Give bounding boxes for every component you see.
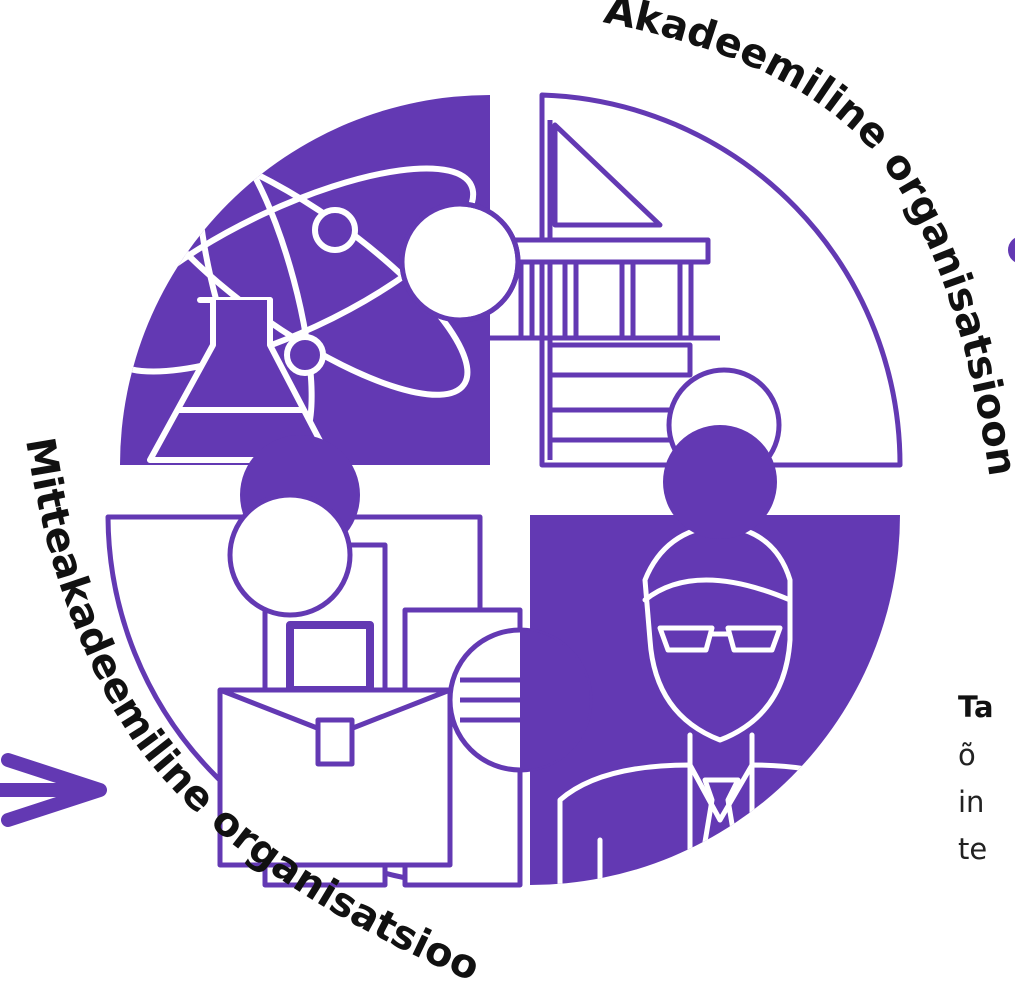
side-line-3: te: [958, 832, 988, 866]
side-line-1: õ: [958, 738, 976, 772]
person-quadrant: [530, 515, 900, 885]
science-quadrant: [120, 95, 490, 465]
side-heading: Ta: [958, 690, 994, 724]
accent-dot: [1008, 237, 1015, 263]
briefcase-icon: [217, 621, 453, 868]
connector-circles: [227, 201, 782, 773]
flask-icon: [147, 297, 333, 463]
side-line-2: in: [958, 785, 985, 819]
